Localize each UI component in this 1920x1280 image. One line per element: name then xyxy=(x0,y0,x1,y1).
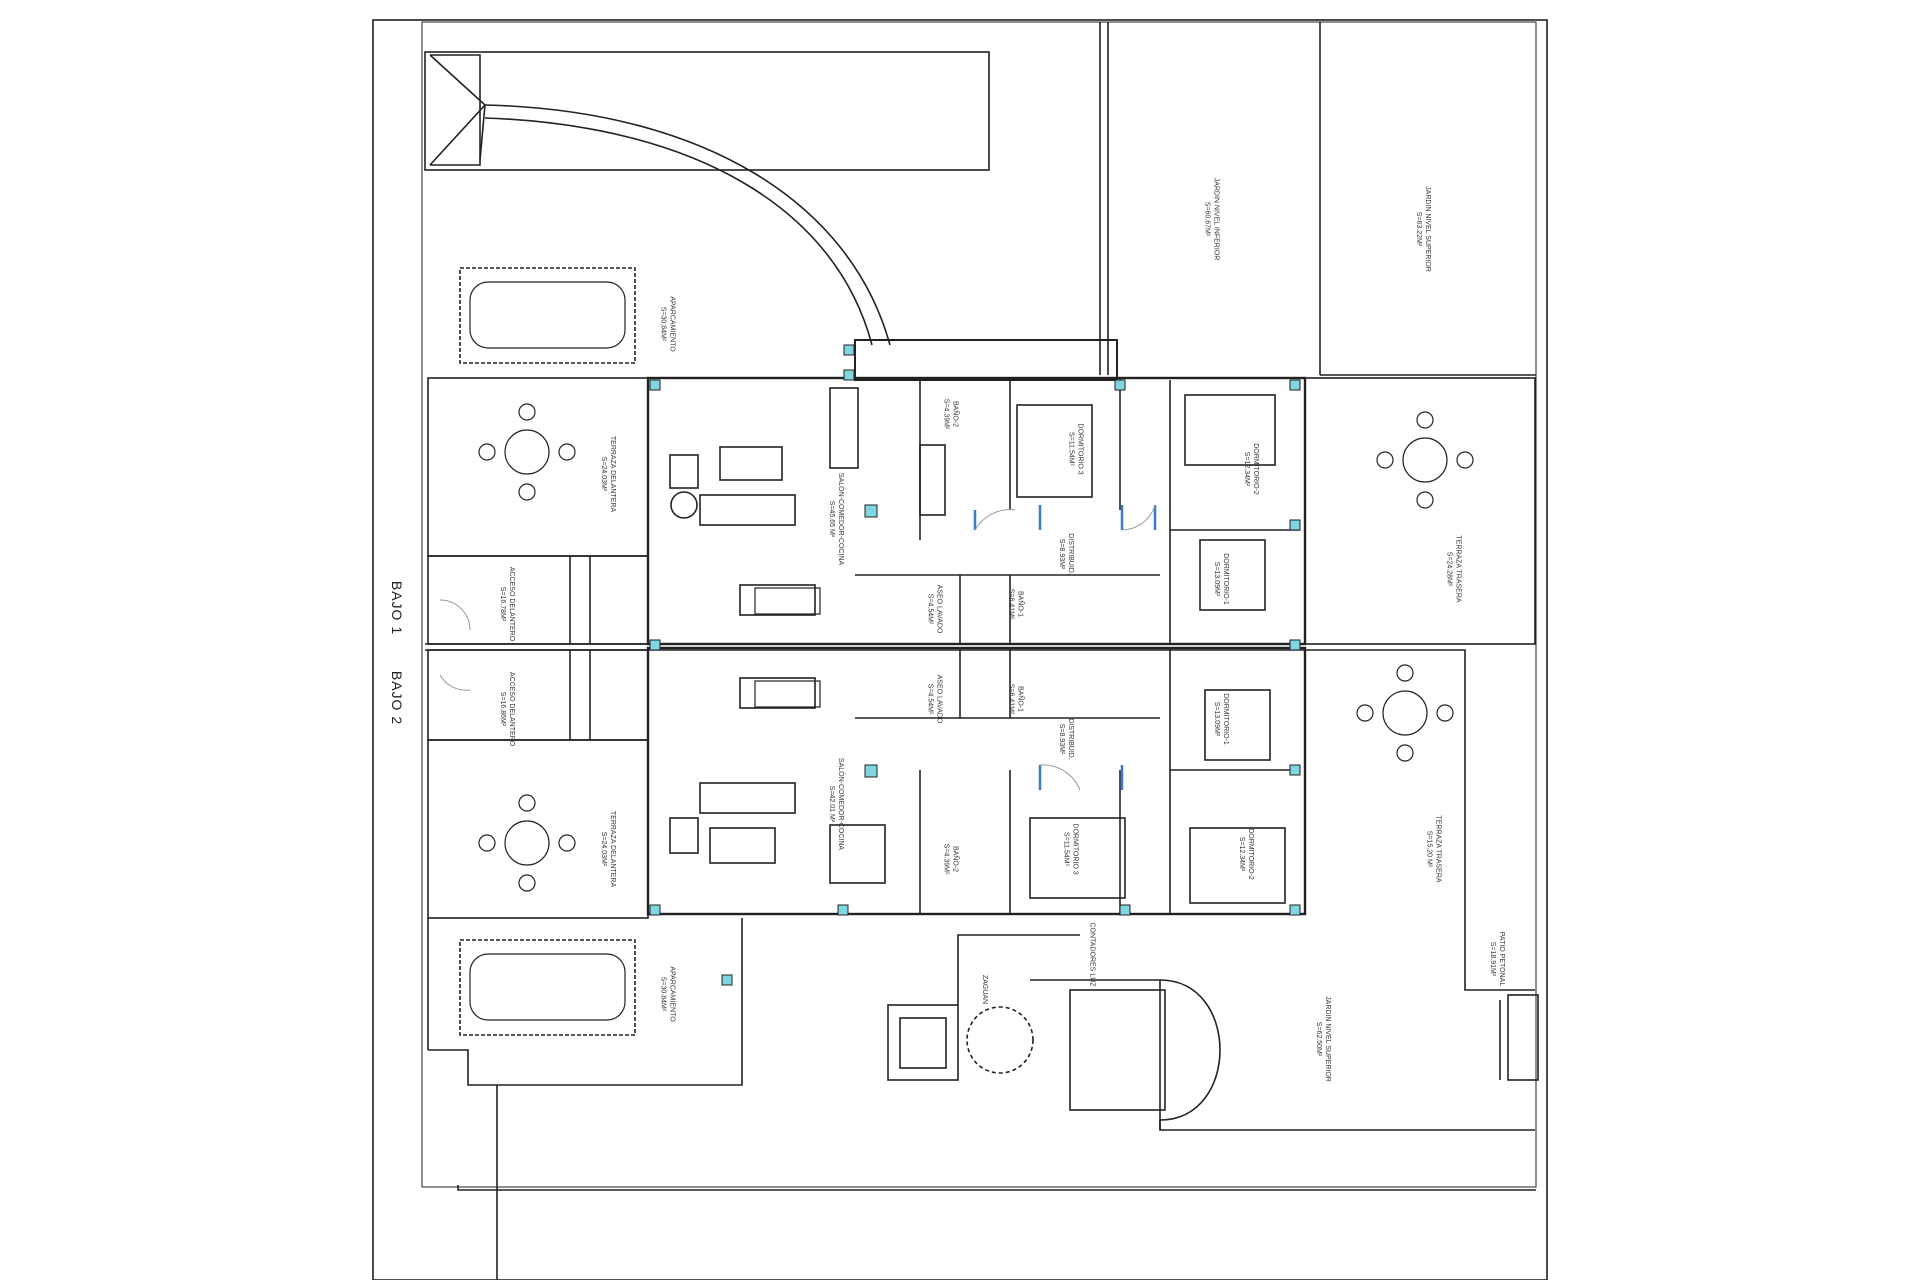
room-distribuidor-1: DISTRIBUID.S=8.93M² xyxy=(1057,533,1074,575)
room-distribuidor-2: DISTRIBUID.S=8.93M² xyxy=(1057,718,1074,760)
site-boundary xyxy=(372,19,1548,1280)
room-zaguan: ZAGUAN xyxy=(981,974,989,1005)
unit-label-bajo1: BAJO 1 xyxy=(389,580,406,636)
unit-label-bajo2: BAJO 2 xyxy=(389,670,406,726)
terrace-table-1 xyxy=(478,403,576,501)
room-contadores: CONTADORES LUZ xyxy=(1088,922,1096,987)
